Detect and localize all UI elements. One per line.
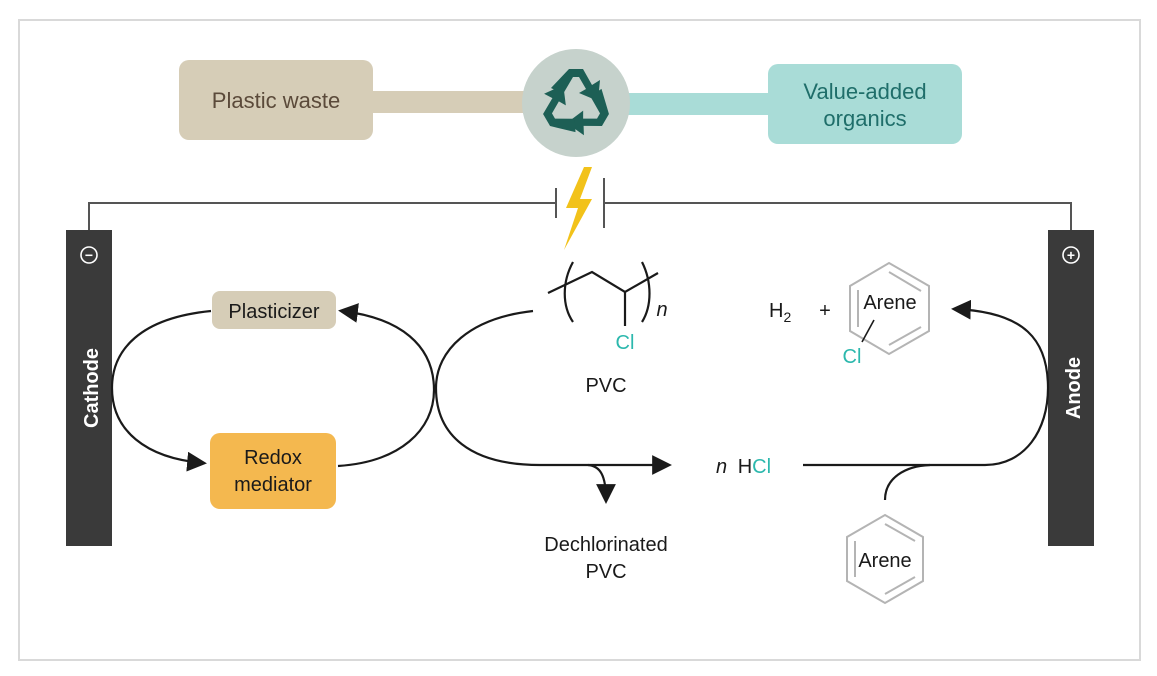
- circuit-wire-left: [88, 202, 555, 230]
- anode-electrode: [1048, 230, 1094, 546]
- h2-label: H2: [769, 300, 791, 325]
- value-added-label-line1: Value-added: [803, 79, 926, 104]
- arene-reactant-label: Arene: [858, 550, 911, 572]
- cathode-sign-circle: [80, 246, 98, 264]
- hcl-cl: Cl: [752, 456, 771, 478]
- pvc-chlorine: Cl: [616, 332, 635, 354]
- h2-subscript: 2: [783, 309, 791, 325]
- dechlorinated-label-line2: PVC: [585, 561, 626, 583]
- arene-product-cl-bond: [861, 319, 875, 343]
- h2-h: H: [769, 300, 783, 322]
- plastic-waste-label: Plastic waste: [212, 88, 340, 113]
- plasticizer-label: Plasticizer: [228, 301, 319, 323]
- waste-connector-band: [360, 91, 535, 113]
- pvc-label: PVC: [585, 375, 626, 397]
- arc-redox-to-plasticizer: [337, 303, 436, 468]
- anode-sign: +: [1067, 247, 1075, 263]
- cathode-electrode: [66, 230, 112, 546]
- arc-anode-to-aryl-chloride: [951, 299, 1050, 389]
- redox-label-line1: Redox: [244, 447, 302, 469]
- arene-product-ring: [849, 261, 930, 356]
- redox-mediator-box: [210, 433, 336, 509]
- pvc-bracket-left: [563, 261, 574, 323]
- cathode-sign: −: [85, 247, 93, 263]
- arc-plasticizer-to-redox: [110, 309, 212, 472]
- value-added-label-line2: organics: [823, 106, 906, 131]
- plus-sign: +: [819, 300, 831, 322]
- pvc-bracket-right: [641, 261, 651, 323]
- cathode-label: Cathode: [81, 348, 103, 428]
- arc-pvc-to-hcl: [434, 309, 672, 475]
- lightning-icon: [564, 167, 592, 250]
- value-added-organics-box: [768, 64, 962, 144]
- recycle-circle: [522, 49, 630, 157]
- arene-reactant-ring: [846, 513, 924, 605]
- redox-label-line2: mediator: [234, 474, 312, 496]
- hcl-label: n HCl: [716, 456, 771, 478]
- arrow-to-dechlorinated-pvc: [587, 463, 616, 504]
- figure-frame: [18, 19, 1141, 661]
- line-hcl-to-anode: [803, 387, 1050, 467]
- svg-text:n HCl: n HCl: [716, 456, 771, 478]
- plastic-waste-box: [179, 60, 373, 140]
- anode-label: Anode: [1063, 357, 1085, 419]
- dechlorinated-label-line1: Dechlorinated: [544, 534, 667, 556]
- anode-sign-circle: [1062, 246, 1080, 264]
- arc-arene-feed: [883, 463, 931, 501]
- arene-product-label: Arene: [863, 292, 916, 314]
- organics-connector-band: [615, 93, 775, 115]
- hcl-n: n: [716, 456, 727, 478]
- pvc-repeat-n: n: [656, 299, 667, 321]
- arene-product-chlorine: Cl: [843, 346, 862, 368]
- plasticizer-box: [212, 291, 336, 329]
- hcl-h: H: [738, 456, 752, 478]
- circuit-wire-right: [605, 202, 1072, 230]
- recycle-icon: [543, 69, 609, 136]
- pvc-chain: [547, 270, 659, 294]
- pvc-structure: Cl n: [547, 261, 668, 354]
